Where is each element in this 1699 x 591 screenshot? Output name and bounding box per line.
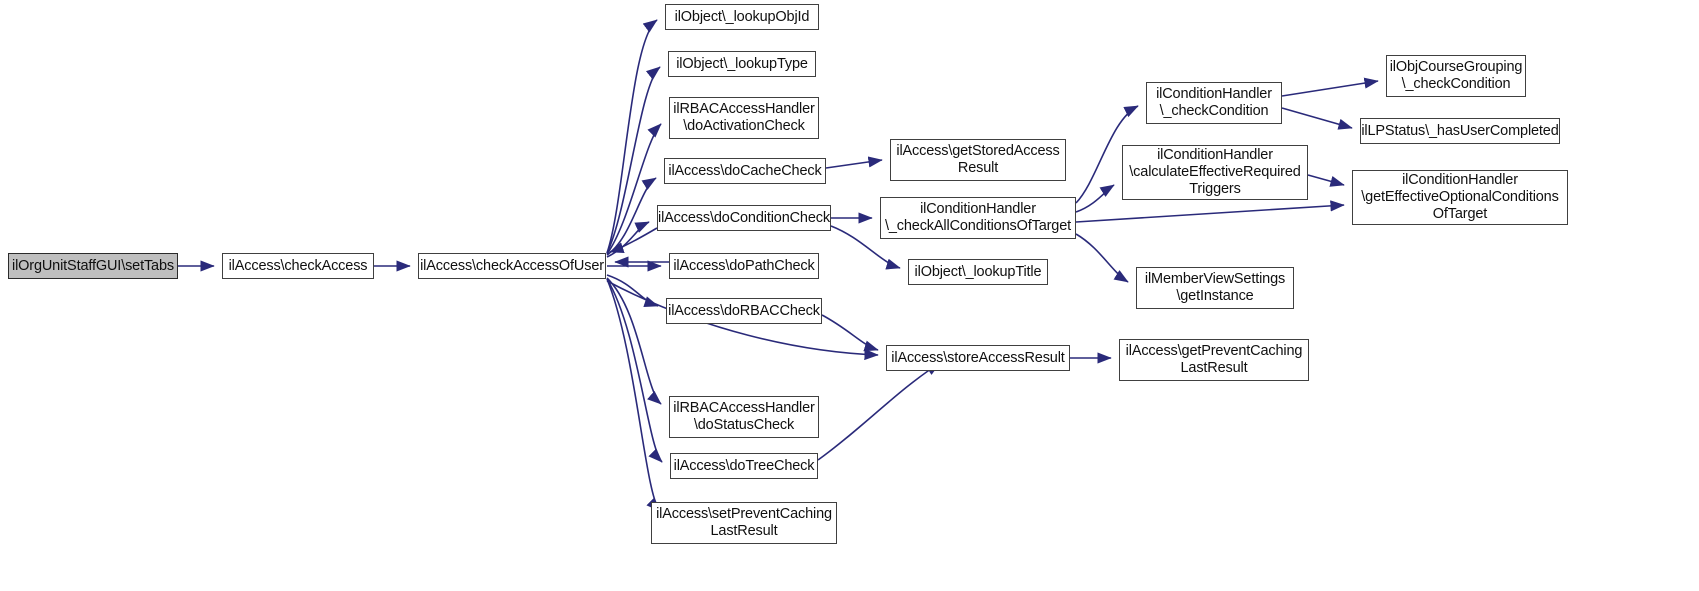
graph-node-n6[interactable]: ilAccess\doCacheCheck bbox=[664, 158, 826, 184]
graph-node-label: ilAccess\checkAccess bbox=[228, 257, 368, 274]
edge-n17-to-n21 bbox=[1281, 77, 1379, 97]
graph-node-label: ilAccess\doPathCheck bbox=[673, 257, 815, 274]
graph-node-n2[interactable]: ilAccess\checkAccessOfUser bbox=[418, 253, 606, 279]
graph-node-n15[interactable]: ilObject\_lookupTitle bbox=[908, 259, 1048, 285]
graph-node-label: ilOrgUnitStaffGUI\setTabs bbox=[12, 257, 174, 274]
graph-node-label: ilObject\_lookupObjId bbox=[674, 8, 810, 25]
graph-node-label: ilAccess\doConditionCheck bbox=[658, 209, 830, 226]
edge-n2-to-n12 bbox=[606, 278, 661, 512]
graph-node-label: ilAccess\doCacheCheck bbox=[668, 162, 822, 179]
graph-node-label: ilConditionHandler \getEffectiveOptional… bbox=[1361, 172, 1559, 222]
graph-node-label: ilAccess\doTreeCheck bbox=[673, 457, 815, 474]
graph-node-n20[interactable]: ilAccess\getPreventCaching LastResult bbox=[1119, 339, 1309, 381]
graph-node-label: ilMemberViewSettings \getInstance bbox=[1144, 271, 1286, 304]
graph-node-n14[interactable]: ilConditionHandler \_checkAllConditionsO… bbox=[880, 197, 1076, 239]
graph-node-n13[interactable]: ilAccess\getStoredAccess Result bbox=[890, 139, 1066, 181]
graph-node-n1[interactable]: ilAccess\checkAccess bbox=[222, 253, 374, 279]
graph-node-label: ilConditionHandler \calculateEffectiveRe… bbox=[1129, 147, 1301, 197]
edge-n2-to-n3 bbox=[606, 19, 658, 254]
edge-n2-to-n11 bbox=[606, 278, 663, 463]
edge-n14-to-n19 bbox=[1075, 233, 1129, 283]
edge-n18-to-n23 bbox=[1307, 174, 1345, 187]
graph-node-n17[interactable]: ilConditionHandler \_checkCondition bbox=[1146, 82, 1282, 124]
graph-node-label: ilObject\_lookupType bbox=[676, 55, 808, 72]
edge-n11-to-n16 bbox=[817, 362, 941, 461]
graph-node-n5[interactable]: ilRBACAccessHandler \doActivationCheck bbox=[669, 97, 819, 139]
edge-n17-to-n22 bbox=[1281, 107, 1353, 130]
graph-node-n19[interactable]: ilMemberViewSettings \getInstance bbox=[1136, 267, 1294, 309]
edge-n14-to-n18 bbox=[1075, 184, 1115, 213]
graph-node-label: ilAccess\getStoredAccess Result bbox=[896, 143, 1060, 176]
edge-n2-to-n7 bbox=[606, 221, 650, 258]
graph-node-n18[interactable]: ilConditionHandler \calculateEffectiveRe… bbox=[1122, 145, 1308, 200]
graph-node-n3[interactable]: ilObject\_lookupObjId bbox=[665, 4, 819, 30]
graph-node-n9[interactable]: ilAccess\doRBACCheck bbox=[666, 298, 822, 324]
graph-node-n4[interactable]: ilObject\_lookupType bbox=[668, 51, 816, 77]
graph-node-label: ilAccess\setPreventCaching LastResult bbox=[656, 506, 832, 539]
graph-node-label: ilConditionHandler \_checkAllConditionsO… bbox=[884, 201, 1071, 234]
graph-node-label: ilLPStatus\_hasUserCompleted bbox=[1361, 122, 1559, 139]
graph-node-n16[interactable]: ilAccess\storeAccessResult bbox=[886, 345, 1070, 371]
graph-node-label: ilAccess\doRBACCheck bbox=[668, 302, 820, 319]
edge-n2-to-n10 bbox=[606, 277, 662, 405]
graph-node-label: ilAccess\checkAccessOfUser bbox=[420, 257, 604, 274]
graph-node-n22[interactable]: ilLPStatus\_hasUserCompleted bbox=[1360, 118, 1560, 144]
graph-node-label: ilObjCourseGrouping \_checkCondition bbox=[1389, 59, 1523, 92]
edge-n7-to-n2 bbox=[609, 227, 658, 254]
edge-n2-to-n9 bbox=[606, 274, 659, 308]
edge-n2-to-n4 bbox=[606, 66, 661, 254]
graph-node-label: ilAccess\storeAccessResult bbox=[891, 349, 1065, 366]
edge-n9-to-n16 bbox=[821, 314, 879, 352]
graph-node-label: ilRBACAccessHandler \doActivationCheck bbox=[673, 101, 815, 134]
edge-n2-to-n5 bbox=[606, 123, 662, 255]
graph-node-label: ilConditionHandler \_checkCondition bbox=[1156, 86, 1272, 119]
graph-node-n21[interactable]: ilObjCourseGrouping \_checkCondition bbox=[1386, 55, 1526, 97]
graph-node-label: ilAccess\getPreventCaching LastResult bbox=[1125, 343, 1303, 376]
graph-node-n8[interactable]: ilAccess\doPathCheck bbox=[669, 253, 819, 279]
graph-node-label: ilObject\_lookupTitle bbox=[914, 263, 1042, 280]
graph-node-n0[interactable]: ilOrgUnitStaffGUI\setTabs bbox=[8, 253, 178, 279]
graph-node-n7[interactable]: ilAccess\doConditionCheck bbox=[657, 205, 831, 231]
edge-n14-to-n23 bbox=[1075, 200, 1345, 223]
graph-node-n12[interactable]: ilAccess\setPreventCaching LastResult bbox=[651, 502, 837, 544]
graph-node-n10[interactable]: ilRBACAccessHandler \doStatusCheck bbox=[669, 396, 819, 438]
graph-node-label: ilRBACAccessHandler \doStatusCheck bbox=[673, 400, 815, 433]
graph-node-n23[interactable]: ilConditionHandler \getEffectiveOptional… bbox=[1352, 170, 1568, 225]
graph-node-n11[interactable]: ilAccess\doTreeCheck bbox=[670, 453, 818, 479]
edge-n6-to-n13 bbox=[825, 156, 883, 169]
edge-n2-to-n6 bbox=[606, 177, 657, 256]
